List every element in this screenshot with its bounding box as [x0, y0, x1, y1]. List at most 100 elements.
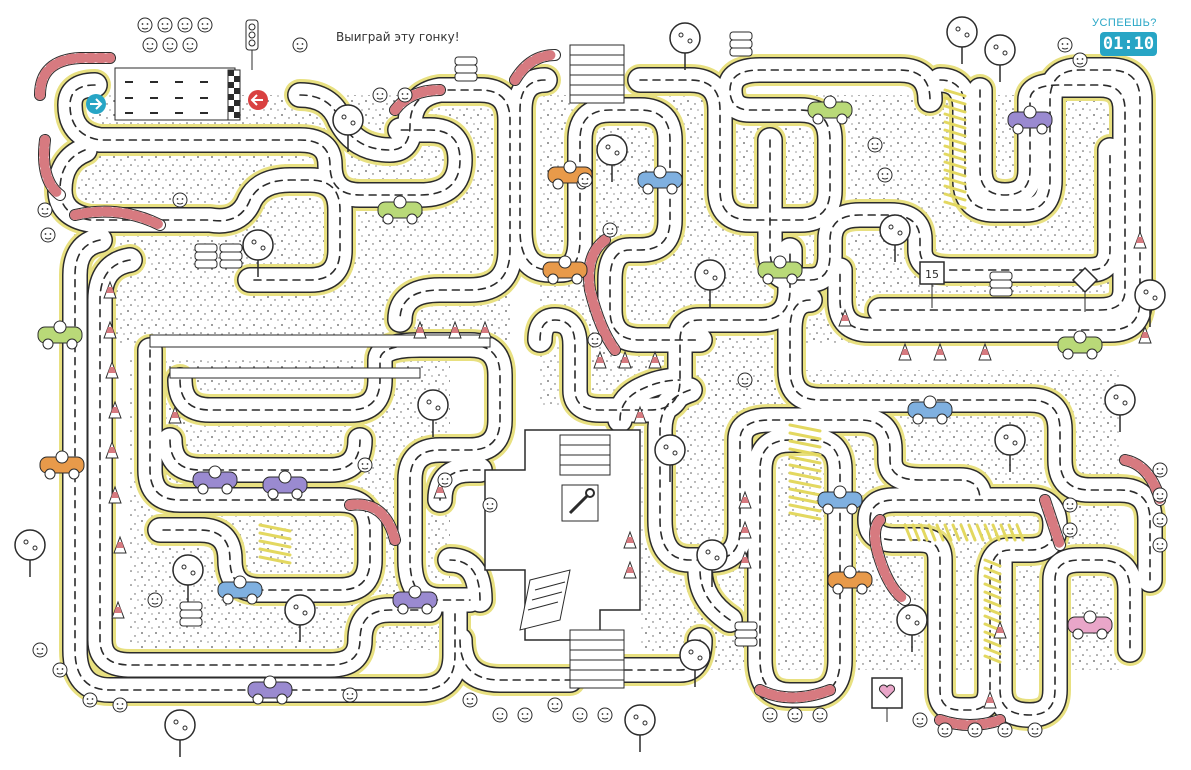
spectator-head — [1057, 37, 1073, 53]
tree-leaf — [672, 450, 678, 456]
cone-stripe — [171, 412, 179, 418]
spectator-head — [587, 332, 603, 348]
spectator-smile — [361, 467, 369, 470]
curb-stripes — [345, 499, 400, 545]
traffic-cone-icon — [618, 350, 632, 369]
cone-stripe — [901, 349, 909, 355]
spectator-icon — [37, 202, 53, 218]
tree-crown — [946, 16, 978, 48]
spectator-head — [157, 17, 173, 33]
spectator-icon — [197, 17, 213, 33]
traffic-cone-icon — [168, 405, 182, 424]
spectator-eye — [181, 23, 184, 25]
tree-icon — [242, 229, 274, 277]
spectator-eye — [186, 23, 189, 25]
spectator-smile — [376, 97, 384, 100]
spectator-eye — [771, 713, 774, 715]
tree-leaf — [663, 444, 669, 450]
car-wheel — [552, 178, 564, 190]
traffic-cone-icon — [648, 350, 662, 369]
tree-leaf — [260, 245, 266, 251]
spectator-eye — [86, 698, 89, 700]
spectator-icon — [572, 707, 588, 723]
spectator-eye — [976, 728, 979, 730]
tire-stack-icon — [989, 271, 1013, 297]
spectator-head — [1062, 497, 1078, 513]
spectator-eye — [576, 713, 579, 715]
hatch-stripe — [943, 192, 967, 202]
hatch-stripe — [983, 523, 993, 542]
car-icon — [827, 565, 873, 595]
hatch-stripe — [919, 523, 929, 542]
car-wheel — [276, 693, 288, 705]
spectator-icon — [1152, 487, 1168, 503]
spectator-icon — [40, 227, 56, 243]
spectator-eye — [881, 173, 884, 175]
spectator-eye — [556, 703, 559, 705]
spectator-smile — [486, 507, 494, 510]
cone-stripe — [741, 527, 749, 533]
spectator-eye — [161, 23, 164, 25]
spectator-icon — [82, 692, 98, 708]
tire — [989, 279, 1013, 289]
spectator-smile — [346, 697, 354, 700]
spectator-eye — [296, 43, 299, 45]
tire — [219, 251, 243, 261]
spectator-icon — [397, 87, 413, 103]
tire — [729, 31, 753, 41]
curb-stripes — [70, 206, 165, 230]
hatch-stripe — [1015, 523, 1025, 542]
spectator-smile — [1001, 732, 1009, 735]
hatch-stripe — [983, 590, 1002, 600]
bridge — [169, 367, 421, 379]
curb-stripes — [755, 685, 835, 703]
tire — [734, 629, 758, 639]
car-wheel — [66, 338, 78, 350]
spectator-eye — [596, 338, 599, 340]
car-wheel — [762, 273, 774, 285]
spectator-smile — [86, 702, 94, 705]
hatch-stripe — [788, 431, 822, 441]
spectator-eye — [1161, 468, 1164, 470]
road-center-line — [539, 249, 791, 411]
spectator-eye — [1066, 503, 1069, 505]
tree-crown — [172, 554, 204, 586]
spectator-icon — [52, 662, 68, 678]
spectator-icon — [867, 137, 883, 153]
spectator-head — [762, 707, 778, 723]
spectator-head — [462, 692, 478, 708]
spectator-icon — [182, 37, 198, 53]
spectator-icon — [172, 192, 188, 208]
cone-stripe — [596, 357, 604, 363]
road-center-line — [879, 84, 1126, 311]
tire-stack-icon — [729, 31, 753, 57]
spectator-eye — [941, 728, 944, 730]
tire — [454, 72, 478, 82]
spectator-icon — [112, 697, 128, 713]
hatch-stripe — [788, 471, 822, 481]
tree-leaf — [426, 399, 432, 405]
spectator-eye — [1161, 543, 1164, 545]
cone-stripe — [451, 327, 459, 333]
tree-leaf — [23, 539, 29, 545]
spectator-head — [602, 222, 618, 238]
tree-crown — [994, 424, 1026, 456]
spectator-eye — [466, 698, 469, 700]
spectator-icon — [737, 372, 753, 388]
hatch-stripe — [903, 523, 913, 542]
spectator-eye — [1156, 493, 1159, 495]
car-wheel — [291, 488, 303, 500]
spectator-head — [437, 472, 453, 488]
tree-leaf — [897, 230, 903, 236]
tree-leaf — [1143, 289, 1149, 295]
spectator-icon — [577, 172, 593, 188]
hatch-stripe — [983, 646, 1002, 656]
cone-stripe — [108, 367, 116, 373]
spectator-smile — [166, 47, 174, 50]
tree-leaf — [888, 224, 894, 230]
spectator-eye — [1081, 58, 1084, 60]
tree-leaf — [341, 114, 347, 120]
tree-leaf — [181, 564, 187, 570]
traffic-cone-icon — [838, 308, 852, 327]
spectator-head — [517, 707, 533, 723]
